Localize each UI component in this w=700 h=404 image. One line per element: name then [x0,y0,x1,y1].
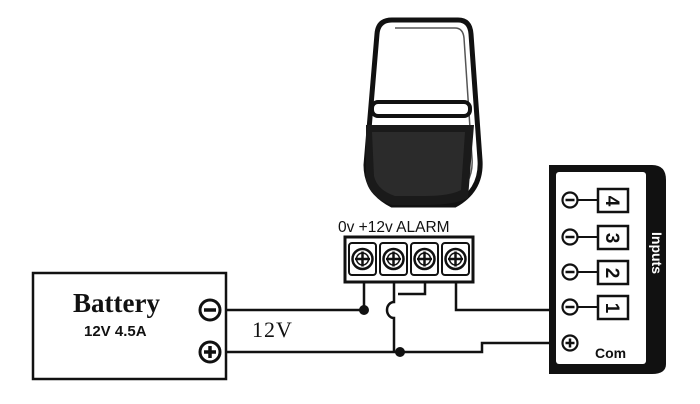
motion-detector [363,17,483,208]
inputs-panel: Inputs 4 3 2 [549,165,666,374]
detector-window-band [370,100,472,118]
terminal-screw-0v [348,242,377,276]
detector-terminal-block [343,235,475,284]
wire-negative [225,282,366,312]
input-channel-3: 3 [561,224,630,251]
inputs-panel-title: Inputs [649,232,665,274]
supply-voltage-label: 12V [252,317,293,342]
junction-negative [359,305,369,315]
wire-alarm-b [454,282,564,312]
junction-positive [395,347,405,357]
input-channel-4: 4 [561,187,630,214]
battery-body [31,271,228,381]
detector-terminal-labels: 0v +12v ALARM [338,219,450,236]
input-number-1: 1 [601,303,622,314]
terminal-screw-12v [379,242,408,276]
wire-plus12v [385,282,396,352]
detector-lens-highlight [372,132,465,196]
battery-title: Battery [73,288,160,318]
battery: Battery 12V 4.5A [31,271,228,381]
input-common: Com [561,334,626,361]
input-number-2: 2 [601,268,622,279]
battery-negative-terminal [198,298,222,322]
battery-positive-terminal [198,340,222,364]
input-number-3: 3 [601,233,622,244]
common-label: Com [595,345,626,361]
input-channel-2: 2 [561,259,630,286]
terminal-screw-alarm-b [441,242,470,276]
input-number-4: 4 [601,196,622,207]
wire-positive [225,341,564,354]
wire-alarm-a [398,282,427,296]
terminal-screw-alarm-a [410,242,439,276]
battery-spec: 12V 4.5A [84,323,147,340]
input-channel-1: 1 [561,294,630,321]
